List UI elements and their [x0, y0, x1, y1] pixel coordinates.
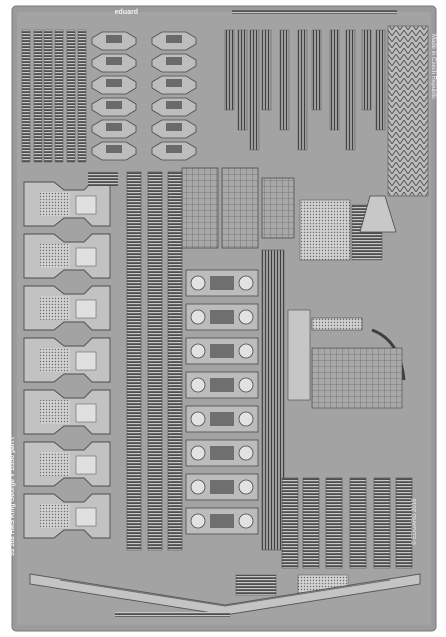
- railing-column: [249, 29, 260, 151]
- zigzag-strip-right: [388, 26, 428, 196]
- ladder-column: [167, 171, 183, 551]
- davit-parts-top: [91, 31, 197, 161]
- railing-band: [373, 477, 391, 569]
- brand-label: eduard: [115, 9, 138, 16]
- grid-platforms: [181, 167, 295, 249]
- railing-column: [375, 29, 386, 131]
- grid-platform: [261, 177, 295, 239]
- railing-band: [349, 477, 367, 569]
- ladder-columns-middle: [88, 171, 183, 551]
- side-code-label: © EDUARD 2016: [411, 498, 418, 545]
- ladder-strip: [66, 29, 76, 163]
- grid-platform: [221, 167, 259, 249]
- ladder-strips-top-left: [21, 29, 87, 163]
- ladder-strip: [33, 29, 43, 163]
- railing-band: [281, 477, 299, 569]
- railing-band: [302, 477, 320, 569]
- ladder-strip: [77, 29, 87, 163]
- railing-column: [311, 29, 322, 111]
- ladder-strip: [43, 29, 53, 163]
- a-frame-part: [359, 195, 397, 233]
- side-panels-left: [23, 181, 111, 539]
- railing-column: [261, 29, 272, 111]
- ladder-column: [126, 171, 142, 551]
- railing-band: [325, 477, 343, 569]
- ladder-strip: [21, 29, 31, 163]
- railing-column: [224, 29, 235, 111]
- ladder-strip: [54, 29, 64, 163]
- railing-columns-top-right: [224, 29, 397, 261]
- bottom-caption: 53 108 HMS King George V 1/350 part I: [9, 437, 16, 556]
- railing-column: [237, 29, 248, 131]
- railing-column: [297, 29, 308, 151]
- grid-platform: [181, 167, 219, 249]
- railing-column: [279, 29, 290, 131]
- railing-column: [345, 29, 356, 151]
- railing-column: [361, 29, 372, 111]
- railing-column: [329, 29, 340, 131]
- deck-fittings-center: [185, 249, 406, 551]
- made-in-label: Made in Czech Republic: [430, 34, 436, 99]
- bottom-chevron-part: [29, 573, 421, 617]
- railing-band: [395, 477, 413, 569]
- ladder-column: [147, 171, 163, 551]
